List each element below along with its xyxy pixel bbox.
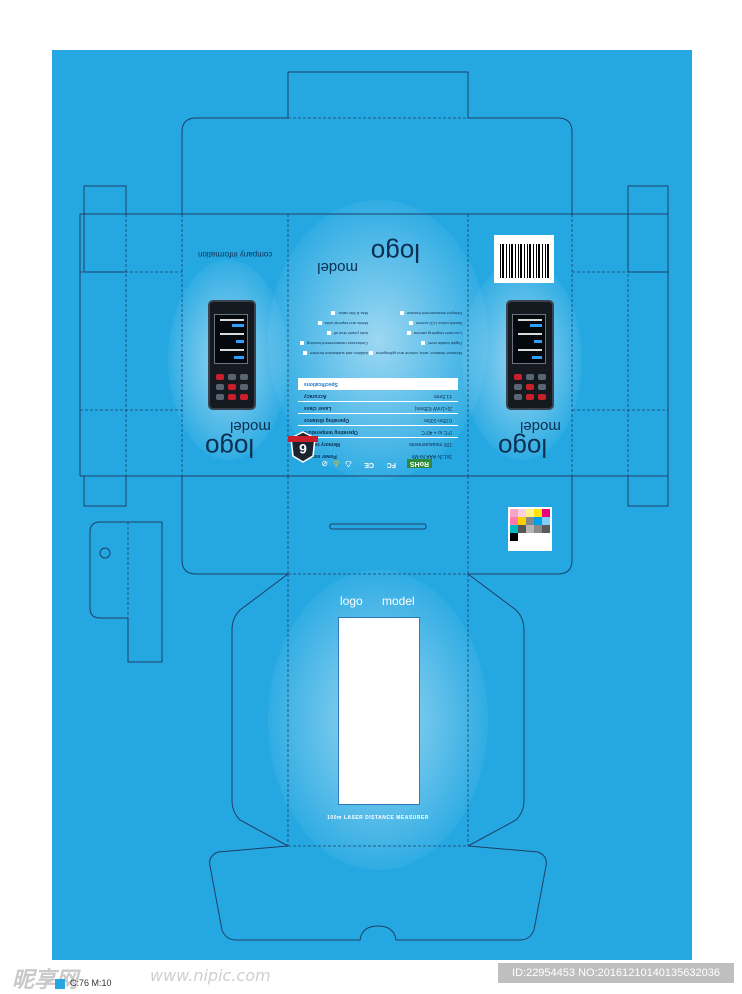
front-model: model (382, 594, 415, 608)
color-swatch (55, 979, 65, 989)
front-tagline: 100m LASER DISTANCE MEASURER (327, 815, 429, 821)
feature-item: Auto power shut off (327, 331, 368, 336)
feature-item: Metric and imperial units (318, 321, 368, 326)
device-keys (216, 370, 248, 400)
feature-item: Backlit colour LCD screen (409, 321, 462, 326)
barcode (494, 235, 554, 283)
device-photo-right (506, 300, 554, 410)
top-logo: logo (370, 238, 420, 268)
feature-item: Max & Min value (331, 311, 368, 316)
feature-item: Addition and subtraction function (303, 351, 368, 356)
front-logo: logo (340, 594, 363, 608)
color-calibration-bar (508, 507, 552, 551)
device-photo-left (208, 300, 256, 410)
top-model: model (317, 259, 358, 276)
image-id: ID:22954453 NO:20161210140135632036 (498, 963, 734, 983)
badge-shield-icon (288, 431, 318, 463)
display-window (338, 617, 420, 805)
feature-item: Low laser targeting camera (407, 331, 462, 336)
device-screen (214, 314, 248, 364)
device-keys (514, 370, 546, 400)
fc-mark: FC (386, 461, 396, 468)
device-screen (512, 314, 546, 364)
right-side-logo: logo (498, 433, 548, 463)
feature-item: Measure distance, area, volume and pytha… (369, 351, 462, 356)
badge-number: 6 (299, 441, 307, 457)
feature-item: Continuous measurement tracking (300, 341, 368, 346)
company-information: company information (198, 250, 273, 259)
color-label: C:76 M:10 (70, 978, 112, 988)
ce-mark: CE (364, 461, 374, 468)
site-watermark: 昵享网 (12, 968, 79, 993)
left-side-logo: logo (205, 433, 255, 463)
left-side-model: model (230, 418, 271, 435)
right-side-model: model (520, 418, 561, 435)
feature-item: Delayed measurement function (400, 311, 462, 316)
functions-badge: 6 (288, 430, 318, 464)
feature-item: Digital bubble level (421, 341, 462, 346)
site-url-watermark: www.nipic.com (150, 966, 271, 985)
